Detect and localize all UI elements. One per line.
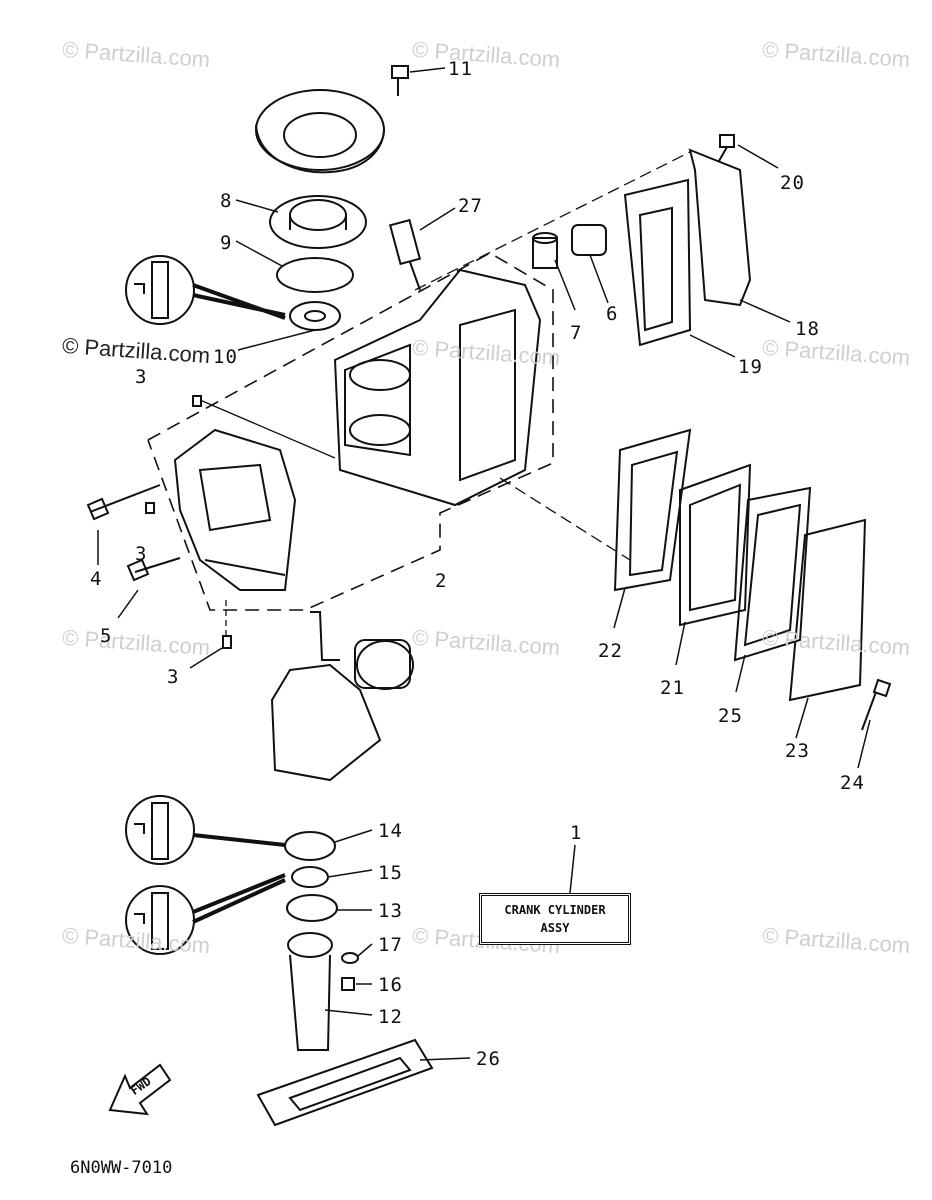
diagram-code: 6N0WW-7010	[70, 1158, 173, 1178]
dowel-3a	[192, 395, 202, 407]
grease-symbol-low	[125, 873, 286, 955]
flange-8	[269, 195, 367, 249]
callout-25: 25	[718, 705, 743, 727]
callout-13: 13	[378, 900, 403, 922]
callout-23: 23	[785, 740, 810, 762]
grease-symbol-mid	[125, 795, 286, 865]
bolt-5	[126, 557, 181, 582]
gasket-26	[256, 1038, 434, 1127]
oil-seal-14	[284, 831, 336, 861]
callout-21: 21	[660, 677, 685, 699]
exhaust-cover-18	[688, 148, 752, 307]
title-line-1: CRANK CYLINDER	[504, 903, 606, 917]
callout-27: 27	[458, 195, 483, 217]
grease-symbol-top	[125, 255, 286, 325]
bolt-4	[86, 484, 161, 521]
fwd-arrow	[108, 1063, 172, 1116]
callout-3b: 3	[135, 543, 148, 565]
oil-seal-10	[289, 301, 341, 331]
callout-26: 26	[476, 1048, 501, 1070]
bolt-16	[341, 977, 355, 991]
callout-12: 12	[378, 1006, 403, 1028]
callout-14: 14	[378, 820, 403, 842]
bolt-24	[861, 678, 892, 731]
callout-20: 20	[780, 172, 805, 194]
bearing-15	[291, 866, 329, 888]
o-ring-9	[276, 257, 354, 293]
gasket-25	[733, 486, 812, 662]
callout-8: 8	[220, 190, 233, 212]
cylinder-block	[333, 268, 542, 507]
callout-17: 17	[378, 934, 403, 956]
callout-7: 7	[570, 322, 583, 344]
bolt-11	[391, 65, 409, 96]
callout-4: 4	[90, 568, 103, 590]
callout-19: 19	[738, 356, 763, 378]
dowel-3b	[145, 502, 155, 514]
callout-11: 11	[448, 58, 473, 80]
exhaust-plate-23	[788, 518, 867, 702]
top-cover-plate	[255, 89, 385, 174]
gasket-19	[623, 178, 692, 347]
crankcase	[173, 428, 297, 591]
spark-plug-27	[388, 218, 422, 291]
callout-18: 18	[795, 318, 820, 340]
callout-16: 16	[378, 974, 403, 996]
callout-9: 9	[220, 232, 233, 254]
gasket-22	[613, 428, 692, 592]
callout-3a: 3	[135, 366, 148, 388]
washer-17	[341, 952, 360, 964]
dowel-3c	[222, 635, 232, 649]
o-ring-13	[286, 894, 338, 922]
title-line-2: ASSY	[540, 921, 570, 935]
callout-2: 2	[435, 570, 448, 592]
bolt-20	[718, 134, 735, 162]
callout-15: 15	[378, 862, 403, 884]
callout-10: 10	[213, 346, 238, 368]
callout-5: 5	[100, 625, 113, 647]
housing-12	[287, 932, 333, 1051]
crankshaft	[270, 611, 414, 782]
thermostat-7	[532, 232, 558, 269]
assembly-boundary	[147, 252, 554, 611]
callout-1: 1	[570, 822, 583, 844]
callout-3c: 3	[167, 666, 180, 688]
exhaust-plate-21	[679, 463, 752, 627]
callout-22: 22	[598, 640, 623, 662]
title-box: CRANK CYLINDER ASSY	[479, 893, 631, 945]
callout-24: 24	[840, 772, 865, 794]
callout-6: 6	[606, 303, 619, 325]
thermostat-cover-6	[571, 224, 607, 256]
